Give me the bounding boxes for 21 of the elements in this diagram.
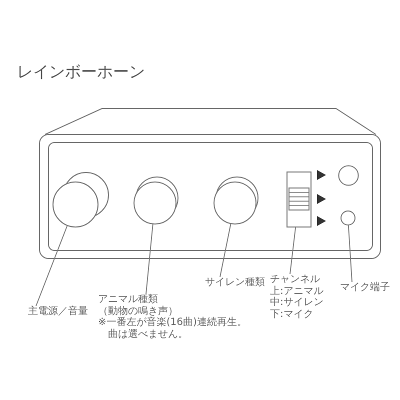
knob <box>213 176 259 225</box>
list-item: 下:マイク <box>270 308 314 320</box>
jack-socket <box>340 210 356 226</box>
list-item: 上:アニマル <box>270 286 324 296</box>
leader-line <box>220 223 232 278</box>
slide-switch <box>286 171 312 228</box>
list-item: 中:サイレン <box>270 297 324 308</box>
leader-line <box>36 225 68 306</box>
callout-label: マイク端子 <box>340 282 390 294</box>
callout-label: 主電源／音量 <box>28 306 88 318</box>
leader-line <box>290 226 296 274</box>
knob <box>133 176 179 225</box>
title: レインボーホーン <box>17 63 145 81</box>
callout-label: （動物の鳴き声） <box>98 306 179 316</box>
knob <box>52 171 110 229</box>
leader-line <box>146 223 154 294</box>
callout-label: サイレン種類 <box>205 277 265 288</box>
leader-line <box>348 224 352 282</box>
note-text: ※一番左が音楽(16曲)連続再生。曲は選べません。 <box>98 317 248 340</box>
callout-label: アニマル種類 <box>98 294 158 306</box>
callout-label: チャンネル <box>270 274 321 286</box>
